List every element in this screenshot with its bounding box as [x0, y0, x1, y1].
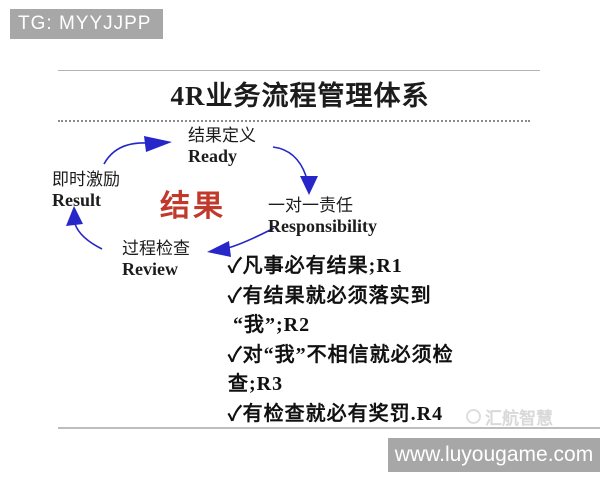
node-responsibility-label-zh: 一对一责任 [268, 196, 353, 215]
checklist-line: ✓有结果就必须落实到 [228, 284, 432, 307]
arrow-result-to-ready [103, 136, 172, 165]
checklist-line: 查;R3 [228, 373, 284, 395]
tg-badge: TG: MYYJJPP [10, 9, 164, 39]
checklist: ✓凡事必有结果;R1 ✓有结果就必须落实到 “我”;R2 ✓对“我”不相信就必须… [228, 252, 568, 429]
cycle-node-ready: 结果定义 Ready [188, 126, 256, 166]
node-result-label-zh: 即时激励 [52, 170, 120, 189]
checklist-line: ✓凡事必有结果;R1 [228, 255, 403, 277]
arrow-ready-to-responsibility [272, 146, 318, 195]
checklist-line: ✓对“我”不相信就必须检 [228, 343, 454, 366]
node-ready-label-en: Ready [188, 145, 237, 166]
cycle-node-review: 过程检查 Review [122, 239, 190, 279]
page-title: 4R业务流程管理体系 [170, 81, 430, 111]
checklist-line: ✓有检查就必有奖罚.R4 [228, 402, 444, 425]
node-review-label-en: Review [122, 258, 178, 279]
checklist-line: “我”;R2 [233, 314, 311, 336]
node-responsibility-label-en: Responsibility [268, 215, 378, 236]
dotted-divider [58, 120, 530, 122]
footer-url-bar: www.luyougame.com [388, 438, 600, 472]
node-ready-label-zh: 结果定义 [188, 126, 256, 145]
cycle-node-result: 即时激励 Result [52, 170, 120, 210]
watermark: 汇航智慧 [466, 404, 553, 429]
arrow-review-to-result [66, 206, 103, 250]
watermark-logo-icon [466, 409, 481, 424]
watermark-label: 汇航智慧 [485, 409, 553, 428]
bottom-divider [58, 427, 600, 429]
cycle-center-label: 结果 [160, 190, 226, 223]
top-divider [58, 70, 540, 71]
cycle-node-responsibility: 一对一责任 Responsibility [268, 196, 377, 236]
node-review-label-zh: 过程检查 [122, 239, 190, 258]
node-result-label-en: Result [52, 189, 101, 210]
